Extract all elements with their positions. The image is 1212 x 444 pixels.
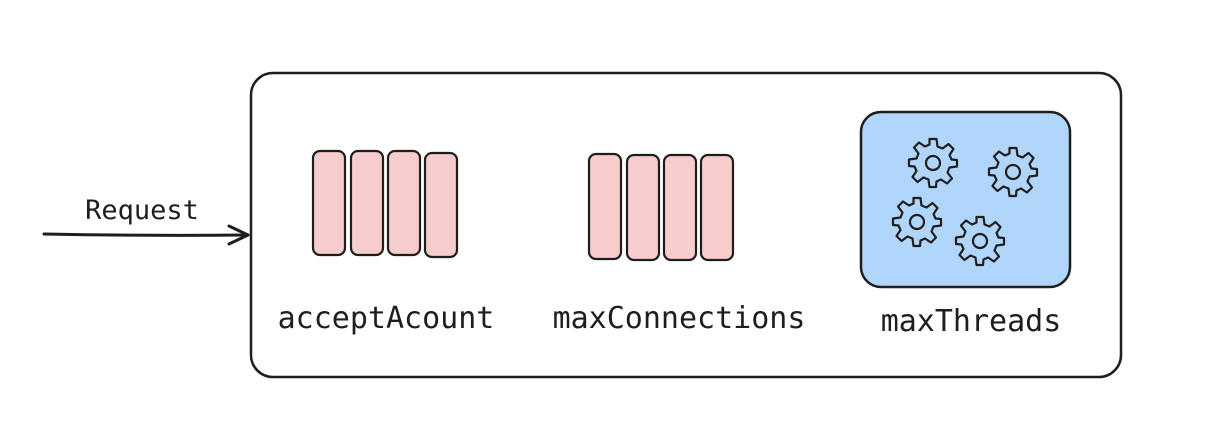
queue-slot <box>587 152 623 261</box>
request-label: Request <box>85 195 199 226</box>
arrowhead <box>227 224 250 246</box>
queue-slot <box>349 149 385 257</box>
queue-slot <box>625 153 661 262</box>
queue-slot <box>386 149 422 257</box>
queue-slot <box>662 153 698 262</box>
max-threads-label: maxThreads <box>881 304 1062 339</box>
max-connections-label: maxConnections <box>553 301 806 336</box>
max-connections-queue <box>587 152 735 262</box>
queue-slot <box>423 151 459 259</box>
accept-count-label: acceptAcount <box>278 301 495 336</box>
max-threads-pool <box>859 110 1072 289</box>
arrow-right-icon <box>42 232 250 237</box>
thread-pool-box <box>859 110 1072 289</box>
request-arrow <box>42 224 250 246</box>
accept-count-queue <box>311 149 459 259</box>
queue-slot <box>699 153 735 262</box>
queue-slot <box>311 149 347 257</box>
